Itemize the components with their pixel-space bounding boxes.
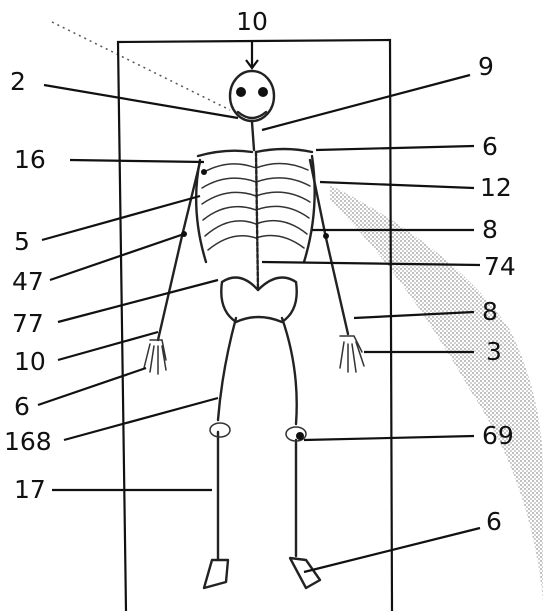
label-right-9: 6	[486, 507, 502, 536]
label-left-3: 5	[14, 227, 30, 256]
right-foot	[290, 558, 320, 588]
label-left-6: 10	[14, 347, 46, 376]
scan-frame	[118, 40, 392, 611]
thoracic-lumbar-spine	[256, 152, 258, 290]
left-foot	[204, 560, 228, 588]
right-femur	[282, 318, 297, 424]
skull-eye-left	[236, 87, 246, 97]
right-forearm	[326, 238, 348, 334]
label-right-7: 3	[486, 337, 502, 366]
label-left-2: 16	[14, 145, 46, 174]
lesion-dot	[323, 233, 329, 239]
right-hand	[340, 336, 364, 372]
label-left-8: 168	[4, 427, 52, 456]
label-left-5: 77	[12, 309, 44, 338]
label-left-9: 17	[14, 475, 46, 504]
skull-eye-right	[258, 87, 268, 97]
label-top: 10	[236, 7, 268, 36]
label-right-5: 74	[484, 252, 516, 281]
lesion-dot	[201, 169, 207, 175]
label-right-2: 6	[482, 132, 498, 161]
clavicle-left	[198, 151, 252, 156]
dotted-beam-line	[52, 22, 230, 110]
label-right-8: 69	[482, 421, 514, 450]
label-right-1: 9	[478, 52, 494, 81]
label-left-7: 6	[14, 392, 30, 421]
left-forearm	[158, 236, 182, 340]
left-hand	[144, 340, 166, 374]
skull	[230, 71, 274, 121]
label-left-4: 47	[12, 267, 44, 296]
left-knee	[210, 423, 230, 437]
lesion-dot	[296, 432, 304, 440]
clavicle-right	[256, 149, 312, 152]
label-right-4: 8	[482, 215, 498, 244]
cervical-spine	[252, 122, 254, 150]
left-femur	[218, 318, 236, 420]
label-right-3: 12	[480, 173, 512, 202]
label-right-6: 8	[482, 297, 498, 326]
label-left-1: 2	[10, 67, 26, 96]
